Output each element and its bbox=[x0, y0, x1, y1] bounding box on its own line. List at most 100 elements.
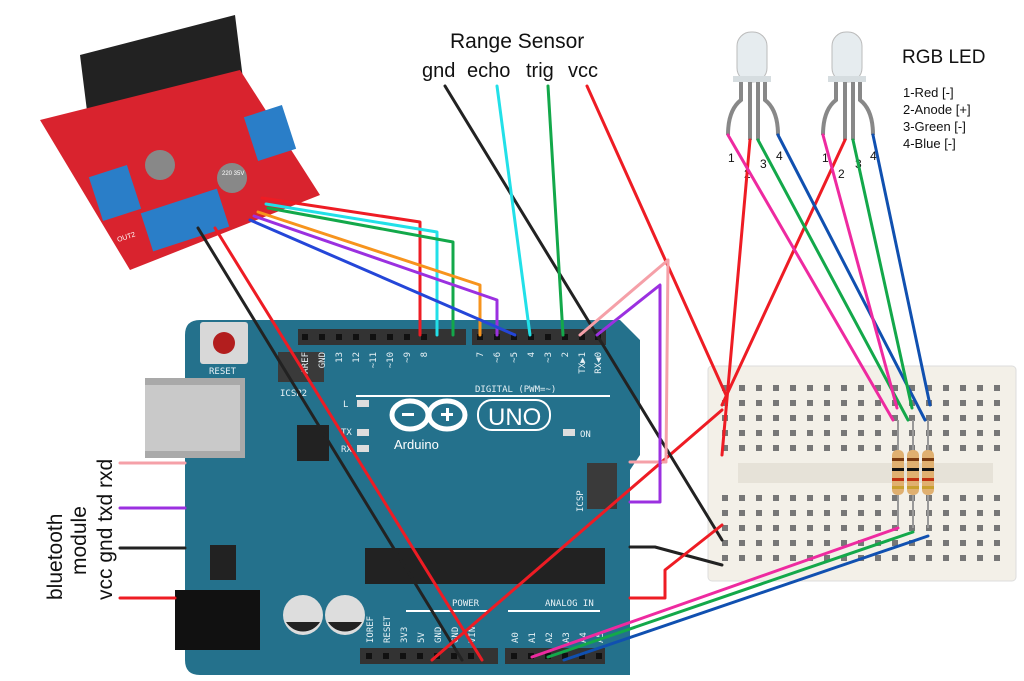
resistor bbox=[922, 450, 934, 495]
wire-green-pin8 bbox=[266, 206, 455, 337]
led2-pin-number: 1 bbox=[822, 151, 829, 165]
resistor bbox=[907, 450, 919, 495]
rgb-led-2 bbox=[821, 31, 875, 140]
power-pin-label: 5V bbox=[417, 632, 427, 643]
wire-red-pin10 bbox=[260, 196, 422, 337]
icsp-label: ICSP bbox=[576, 490, 586, 512]
regulator bbox=[210, 545, 236, 580]
digital-pin-label: ~3 bbox=[544, 352, 554, 363]
led1-pin-number: 4 bbox=[776, 149, 783, 163]
wire-led1-green bbox=[756, 138, 910, 422]
icsp2-label: ICSP2 bbox=[280, 389, 307, 399]
power-pin-label: IOREF bbox=[366, 616, 376, 643]
arduino-logo bbox=[389, 398, 551, 432]
rgb-led-1 bbox=[726, 31, 780, 140]
analog-pin-label: A2 bbox=[545, 632, 555, 643]
wire-led1-red bbox=[726, 133, 895, 422]
led1-pin-number: 1 bbox=[728, 151, 735, 165]
digital-header-left bbox=[298, 329, 466, 345]
wire-cyan-echo bbox=[495, 84, 532, 337]
wire-purple-pin6 bbox=[252, 214, 499, 337]
range-sensor-pin-gnd: gnd bbox=[422, 60, 455, 82]
wire-led1-blue bbox=[776, 133, 927, 422]
arduino-uno-board: RESET ICSP2 ICSP UNO Arduino ON L TX RX … bbox=[145, 320, 640, 675]
wire-led2-blue bbox=[871, 133, 932, 407]
digital-pin-label: ~11 bbox=[369, 352, 379, 368]
power-pin-label: VIN bbox=[468, 627, 478, 643]
l-label: L bbox=[343, 400, 348, 410]
led2-pin-number: 2 bbox=[838, 167, 845, 181]
digital-pin-label: ~9 bbox=[403, 352, 413, 363]
range-sensor-pin-trig: trig bbox=[526, 60, 554, 82]
wire-red-vcc bbox=[585, 84, 728, 397]
wire-a3 bbox=[562, 534, 930, 662]
power-pin-label: GND bbox=[451, 627, 461, 643]
model-label: UNO bbox=[488, 404, 541, 431]
range-sensor-title: Range Sensor bbox=[450, 30, 584, 53]
wire-red-5v bbox=[430, 408, 724, 662]
led-legend-item: 4-Blue [-] bbox=[903, 136, 956, 151]
power-jack bbox=[175, 590, 260, 650]
atmega-chip bbox=[365, 548, 605, 584]
wire-green-trig bbox=[546, 84, 565, 337]
bluetooth-title: bluetooth bbox=[44, 514, 67, 600]
resistor bbox=[892, 450, 904, 495]
wire-a2 bbox=[546, 530, 915, 659]
wire-led2-red bbox=[821, 133, 899, 410]
digital-pin-label: ~6 bbox=[493, 352, 503, 363]
led-legend-item: 1-Red [-] bbox=[903, 85, 954, 100]
led-legend-item: 3-Green [-] bbox=[903, 119, 966, 134]
led1-pin-number: 3 bbox=[760, 157, 767, 171]
icsp-header bbox=[587, 463, 617, 509]
wire-led2-anode bbox=[720, 138, 847, 407]
range-sensor-pin-vcc: vcc bbox=[568, 60, 598, 82]
digital-pin-label: 2 bbox=[561, 352, 571, 357]
led-legend-item: 2-Anode [+] bbox=[903, 102, 971, 117]
wire-red-bt-vcc bbox=[628, 523, 724, 600]
power-label: POWER bbox=[452, 599, 480, 609]
resistors bbox=[892, 420, 934, 528]
chip bbox=[297, 425, 329, 461]
bluetooth-module-label: module bbox=[68, 506, 91, 575]
tx-label: TX bbox=[341, 428, 352, 438]
power-pin-label: GND bbox=[434, 627, 444, 643]
analog-pin-label: A3 bbox=[562, 632, 572, 643]
cap-label: 220 35V bbox=[222, 171, 244, 177]
reset-label: RESET bbox=[209, 367, 237, 377]
wire-blue-pin5 bbox=[248, 218, 517, 337]
rx-label: RX bbox=[341, 445, 352, 455]
wire-black-gnd bbox=[196, 226, 464, 662]
digital-pin-label: ~10 bbox=[386, 352, 396, 368]
wire-led2-green bbox=[851, 138, 914, 410]
digital-pin-label: 7 bbox=[476, 352, 486, 357]
digital-pin-label: ~5 bbox=[510, 352, 520, 363]
digital-pin-label: 13 bbox=[335, 352, 345, 363]
wire-red-vin bbox=[213, 226, 484, 662]
power-pin-label: RESET bbox=[383, 615, 393, 643]
digital-pin-label: GND bbox=[318, 352, 328, 368]
analog-label: ANALOG IN bbox=[545, 599, 594, 609]
analog-pin-label: A0 bbox=[511, 632, 521, 643]
digital-header-right bbox=[472, 329, 606, 345]
on-label: ON bbox=[580, 430, 591, 440]
analog-pin-label: A1 bbox=[528, 632, 538, 643]
rgb-led-title: RGB LED bbox=[902, 47, 985, 68]
bluetooth-pins: vcc gnd txd rxd bbox=[94, 459, 117, 600]
power-pin-label: 3V3 bbox=[400, 627, 410, 643]
wire-purple-rxd bbox=[595, 283, 662, 504]
digital-pin-label: 4 bbox=[527, 352, 537, 357]
wires bbox=[118, 84, 932, 662]
digital-pin-label: 8 bbox=[420, 352, 430, 357]
wire-pink-txd bbox=[578, 258, 670, 464]
digital-pin-label: AREF bbox=[301, 352, 311, 374]
wire-led1-anode bbox=[720, 138, 752, 457]
range-sensor-pin-echo: echo bbox=[467, 60, 510, 82]
digital-label: DIGITAL (PWM=~) bbox=[475, 385, 556, 395]
led2-pin-number: 4 bbox=[870, 149, 877, 163]
wire-black-bt-gnd bbox=[628, 545, 724, 567]
digital-pin-label: TX▶1 bbox=[578, 352, 588, 374]
digital-pin-label: RX◀0 bbox=[594, 352, 604, 374]
digital-pin-label: 12 bbox=[352, 352, 362, 363]
logo-text: Arduino bbox=[394, 437, 439, 452]
